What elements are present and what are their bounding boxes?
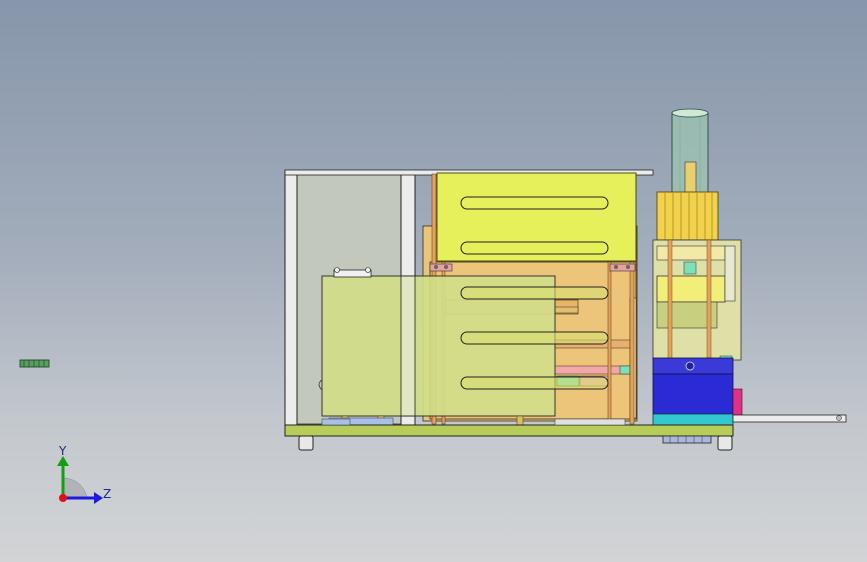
base-plate — [284, 424, 734, 437]
axis-y-label: Y — [58, 444, 67, 458]
foot-right — [717, 435, 733, 451]
yellow-gear-block — [656, 191, 719, 241]
main-assembly[interactable] — [284, 108, 847, 451]
coordinate-triad-icon: Y Z — [57, 444, 111, 504]
side-arm — [732, 414, 847, 423]
frame-post-left — [284, 170, 298, 427]
right-tower[interactable] — [652, 108, 847, 427]
axis-z-label: Z — [103, 487, 111, 501]
foot-left — [298, 435, 314, 451]
connector — [333, 269, 372, 278]
bottom-connector — [662, 435, 712, 444]
floating-gear-part[interactable] — [19, 359, 50, 368]
cyan-block — [652, 413, 734, 427]
